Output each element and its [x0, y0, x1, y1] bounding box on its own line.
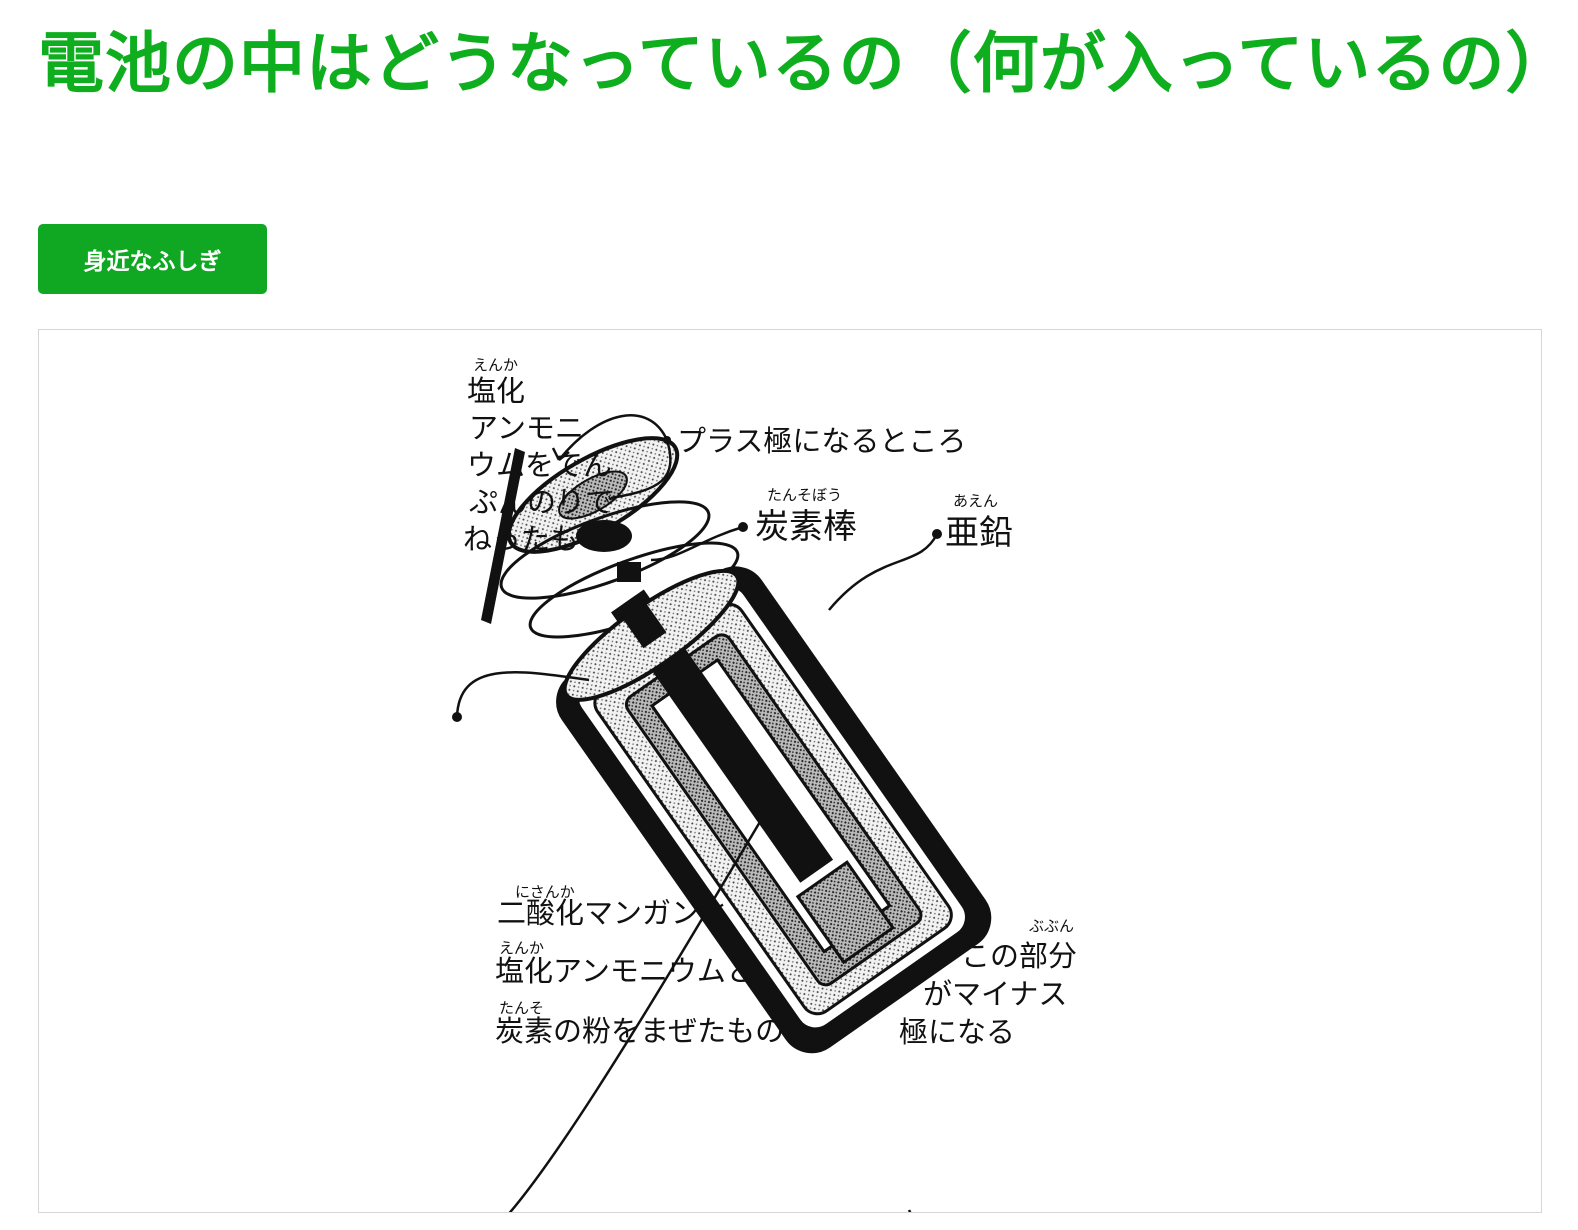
label-paste-line1: 塩化 — [467, 374, 525, 408]
label-mix-line2: 塩化アンモニウムと — [495, 954, 755, 988]
label-mix-ruby2: えんか — [499, 939, 544, 957]
label-paste-line2: アンモニ — [469, 411, 584, 445]
leader-dots — [452, 436, 942, 722]
label-paste-line4: ぷんのりで — [469, 485, 614, 519]
battery-cutaway-illustration: プラス極になるところ たんそぼう 炭素棒 あえん 亜鉛 えんか 塩化 アンモニ … — [452, 356, 1077, 1212]
label-zinc: 亜鉛 — [945, 513, 1013, 553]
leader-lines — [455, 414, 939, 1212]
battery-body — [556, 566, 992, 1054]
label-carbon-rod-ruby: たんそぼう — [767, 486, 842, 504]
label-minus-line1: この部分 — [961, 939, 1077, 973]
label-paste-line5: ねったもの — [463, 522, 608, 556]
page-title: 電池の中はどうなっているの（何が入っているの） — [38, 25, 1573, 102]
label-mix-line1: 二酸化マンガンと — [497, 896, 729, 930]
label-paste-line3: ウムをでん — [467, 448, 612, 482]
label-carbon-rod: 炭素棒 — [755, 507, 857, 547]
label-mix-ruby1: にさんか — [515, 883, 575, 901]
category-tag-button[interactable]: 身近なふしぎ — [38, 224, 267, 294]
battery-top-parts — [481, 436, 740, 639]
label-minus-line2: がマイナス — [923, 977, 1067, 1011]
label-paste-ruby: えんか — [473, 356, 518, 374]
battery-illustration-frame: プラス極になるところ たんそぼう 炭素棒 あえん 亜鉛 えんか 塩化 アンモニ … — [38, 329, 1542, 1213]
label-minus-ruby: ぶぶん — [1029, 917, 1074, 935]
label-mix-line3: 炭素の粉をまぜたもの — [495, 1014, 784, 1048]
label-plus-pole: プラス極になるところ — [677, 424, 966, 458]
label-minus-line3: 極になる — [899, 1015, 1015, 1049]
label-zinc-ruby: あえん — [953, 492, 998, 510]
label-mix-ruby3: たんそ — [499, 999, 544, 1017]
